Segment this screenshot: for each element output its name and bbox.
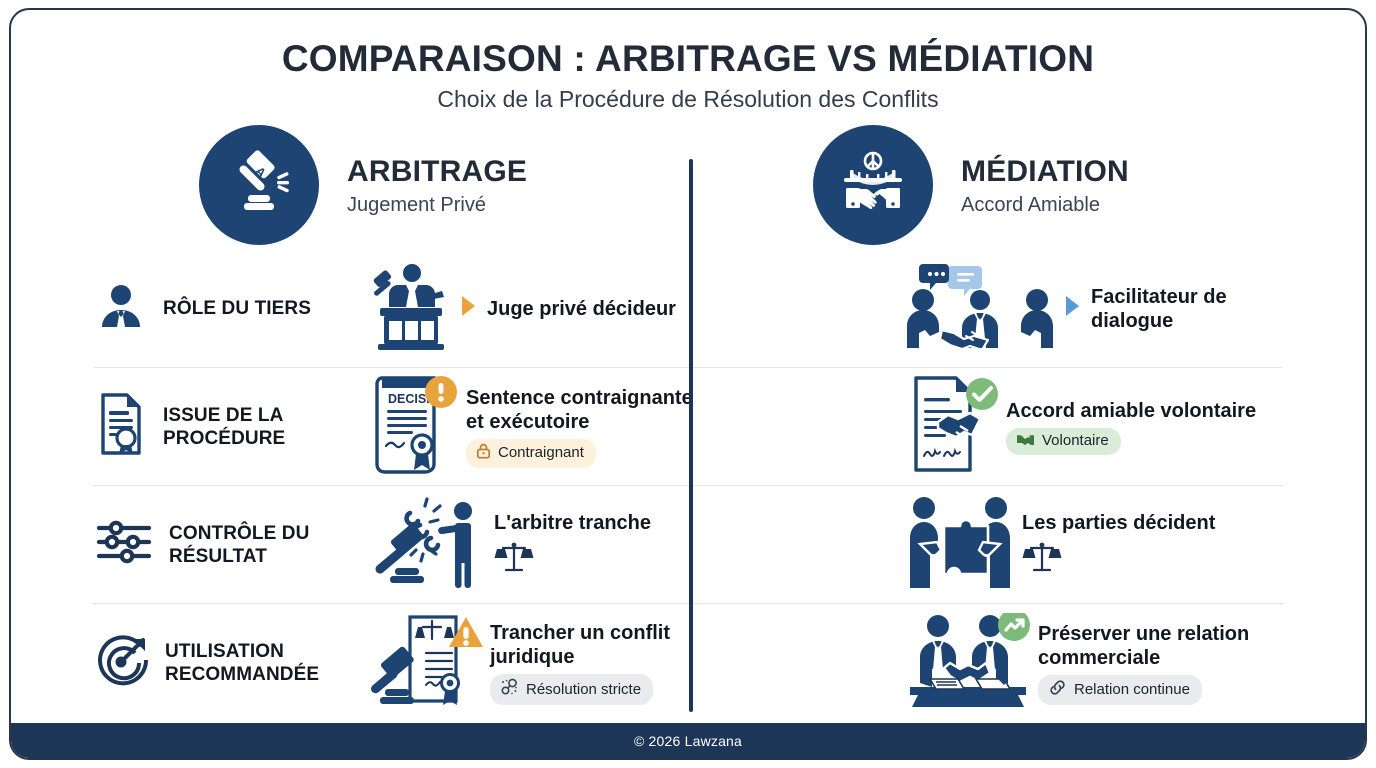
table-row: RÔLE DU TIERS	[93, 250, 1283, 369]
column-header-mediation-text: MÉDIATION Accord Amiable	[961, 156, 1129, 217]
row-label-cell: ISSUE DE LA PROCÉDURE	[93, 393, 368, 460]
arrow-right-icon	[460, 294, 477, 323]
arbitrage-cell: DECISION	[368, 372, 698, 481]
mediation-cell: Les parties décident	[698, 494, 1283, 595]
row-label-cell: CONTRÔLE DU RÉSULTAT	[93, 517, 368, 572]
column-name-arbitrage: ARBITRAGE	[347, 155, 528, 189]
person-silhouette-icon	[95, 280, 147, 337]
arbitrage-value: Trancher un conflit juridique	[490, 622, 671, 669]
column-divider	[689, 159, 693, 712]
business-handshake-table-growth-icon	[904, 608, 1032, 714]
comparison-rows: RÔLE DU TIERS	[11, 250, 1365, 722]
infographic-frame: COMPARAISON : ARBITRAGE VS MÉDIATION Cho…	[9, 8, 1367, 760]
status-badge: Volontaire	[1006, 427, 1121, 455]
arrow-right-icon	[1064, 294, 1081, 323]
mediation-value-block: Accord amiable volontaire Volontaire	[1006, 399, 1256, 455]
status-badge: Contraignant	[466, 438, 596, 468]
row-label-cell: RÔLE DU TIERS	[93, 280, 368, 337]
footer: © 2026 Lawzana	[11, 723, 1365, 758]
three-people-dialogue-icon	[904, 264, 1056, 353]
page-subtitle: Choix de la Procédure de Résolution des …	[437, 86, 939, 113]
arbitrage-cell: Juge privé décideur	[368, 261, 698, 356]
scales-icon	[494, 540, 651, 579]
judge-bench-icon	[368, 261, 452, 356]
arbitrage-cell: Trancher un conflit juridique	[368, 611, 698, 716]
copyright-text: © 2026 Lawzana	[633, 732, 743, 749]
row-label: ISSUE DE LA PROCÉDURE	[163, 404, 286, 449]
mediation-value: Facilitateur de dialogue	[1091, 285, 1227, 332]
signed-agreement-check-icon	[904, 372, 1000, 481]
mediation-value: Préserver une relation commerciale	[1038, 622, 1250, 669]
column-headers: A ARBITRAGE Jugement Privé	[11, 125, 1365, 246]
table-row: ISSUE DE LA PROCÉDURE DECISION	[93, 368, 1283, 487]
mediation-value: Accord amiable volontaire	[1006, 399, 1257, 422]
table-row: UTILISATION RECOMMANDÉE	[93, 604, 1283, 722]
gavel-circle-icon: A	[199, 125, 319, 246]
scales-icon	[1022, 540, 1215, 579]
gavel-legal-document-warning-icon	[368, 611, 484, 716]
table-row: CONTRÔLE DU RÉSULTAT	[93, 486, 1283, 605]
row-label: RÔLE DU TIERS	[163, 298, 312, 320]
bridge-handshake-circle-icon	[813, 125, 933, 246]
status-badge-label: Résolution stricte	[526, 680, 642, 698]
two-people-puzzle-icon	[904, 494, 1016, 595]
mediation-value: Les parties décident	[1022, 511, 1216, 534]
mediation-value-block: Les parties décident	[1022, 511, 1215, 579]
status-badge: Relation continue	[1038, 674, 1202, 705]
column-name-mediation: MÉDIATION	[961, 155, 1129, 189]
status-badge: Résolution stricte	[490, 674, 654, 706]
document-seal-icon	[95, 393, 147, 460]
column-sub-mediation: Accord Amiable	[961, 193, 1100, 216]
column-header-arbitrage: A ARBITRAGE Jugement Privé	[11, 125, 751, 246]
page-title: COMPARAISON : ARBITRAGE VS MÉDIATION	[281, 38, 1095, 79]
sliders-icon	[95, 517, 153, 572]
mediation-cell: Facilitateur de dialogue	[698, 264, 1283, 353]
arbitrage-value-block: Juge privé décideur	[487, 297, 676, 321]
decision-document-alert-icon: DECISION	[368, 372, 460, 481]
arbitrage-cell: L'arbitre tranche	[368, 494, 698, 595]
mediation-cell: Accord amiable volontaire Volontaire	[698, 372, 1283, 481]
header: COMPARAISON : ARBITRAGE VS MÉDIATION Cho…	[11, 10, 1365, 113]
mediation-value-block: Préserver une relation commerciale	[1038, 622, 1283, 705]
column-header-mediation: MÉDIATION Accord Amiable	[751, 125, 1365, 246]
arbitrage-value-block: Trancher un conflit juridique	[490, 621, 698, 706]
arbitrage-value: Juge privé décideur	[487, 297, 676, 320]
row-label: UTILISATION RECOMMANDÉE	[165, 641, 320, 686]
status-badge-label: Relation continue	[1074, 680, 1190, 698]
status-badge-label: Volontaire	[1042, 432, 1109, 450]
handshake-icon	[1016, 432, 1035, 451]
arbitrage-value-block: Sentence contraignante et exécutoire Con…	[466, 386, 698, 468]
arbitrage-value: L'arbitre tranche	[494, 511, 652, 534]
column-sub-arbitrage: Jugement Privé	[347, 193, 486, 216]
status-badge-label: Contraignant	[498, 444, 584, 462]
target-arrow-icon	[95, 634, 149, 693]
column-header-arbitrage-text: ARBITRAGE Jugement Privé	[347, 156, 527, 217]
gavel-breaking-chain-person-icon	[368, 494, 488, 595]
link-icon	[1048, 679, 1067, 701]
row-label-cell: UTILISATION RECOMMANDÉE	[93, 634, 368, 693]
molecule-icon	[500, 678, 519, 701]
mediation-value-block: Facilitateur de dialogue	[1091, 285, 1283, 333]
mediation-cell: Préserver une relation commerciale	[698, 608, 1283, 714]
lock-icon	[476, 443, 491, 464]
arbitrage-value-block: L'arbitre tranche	[494, 511, 651, 579]
row-label: CONTRÔLE DU RÉSULTAT	[169, 522, 310, 567]
arbitrage-value: Sentence contraignante et exécutoire	[466, 386, 693, 433]
